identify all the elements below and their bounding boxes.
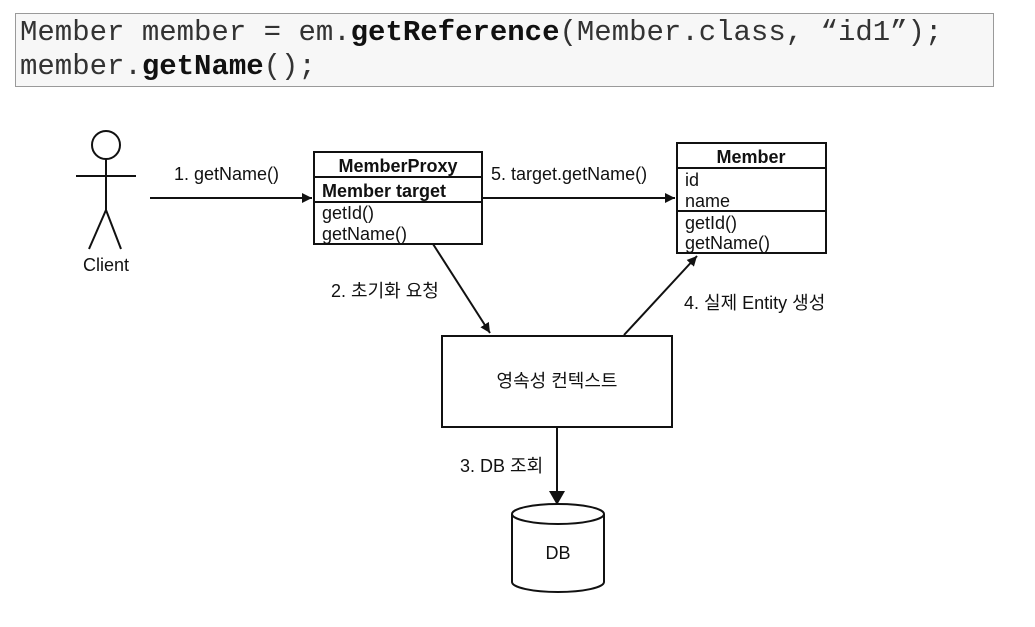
member-method-getname: getName() <box>685 233 770 253</box>
member-class: Member id name getId() getName() <box>676 142 827 254</box>
member-field-name: name <box>685 191 730 211</box>
code-line-1-suffix: (Member.class, “id1”); <box>559 16 943 49</box>
actor-left-leg <box>88 209 107 250</box>
db-label: DB <box>545 543 570 563</box>
member-title: Member <box>716 147 785 167</box>
member-proxy-method-getname: getName() <box>322 224 407 244</box>
step-3-label: 3. DB 조회 <box>460 456 543 476</box>
get-name-method: getName <box>141 50 264 83</box>
code-line-1-prefix: Member member = em. <box>20 16 351 49</box>
step-1-label: 1. getName() <box>174 164 279 184</box>
persistence-context-label: 영속성 컨텍스트 <box>497 371 618 391</box>
step-2-label: 2. 초기화 요청 <box>331 281 439 301</box>
member-proxy-target-field: Member target <box>322 181 446 201</box>
code-line-2-suffix: (); <box>263 50 316 83</box>
actor-right-leg <box>105 209 122 250</box>
member-proxy-method-getid: getId() <box>322 203 374 223</box>
step-5-label: 5. target.getName() <box>491 164 647 184</box>
actor-head <box>91 130 121 160</box>
code-line-1: Member member = em.getReference(Member.c… <box>20 16 993 50</box>
database-icon <box>511 503 605 593</box>
arrow-proxy-to-context <box>432 243 491 334</box>
db-cylinder-top <box>511 503 605 525</box>
member-box <box>676 142 827 254</box>
member-proxy-class: MemberProxy Member target getId() getNam… <box>313 151 483 245</box>
step-4-label: 4. 실제 Entity 생성 <box>684 293 825 313</box>
member-method-getid: getId() <box>685 213 737 233</box>
client-label: Client <box>83 255 129 275</box>
arrow-context-to-member <box>623 255 698 336</box>
member-proxy-title: MemberProxy <box>338 156 457 176</box>
code-snippet-box: Member member = em.getReference(Member.c… <box>15 13 994 87</box>
persistence-context-box <box>441 335 673 428</box>
code-line-2: member.getName(); <box>20 50 993 84</box>
db-cylinder-body <box>511 514 605 593</box>
code-line-2-prefix: member. <box>20 50 142 83</box>
client-actor-icon <box>76 130 136 250</box>
member-field-id: id <box>685 170 699 190</box>
get-reference-method: getReference <box>350 16 560 49</box>
member-proxy-box <box>313 151 483 245</box>
